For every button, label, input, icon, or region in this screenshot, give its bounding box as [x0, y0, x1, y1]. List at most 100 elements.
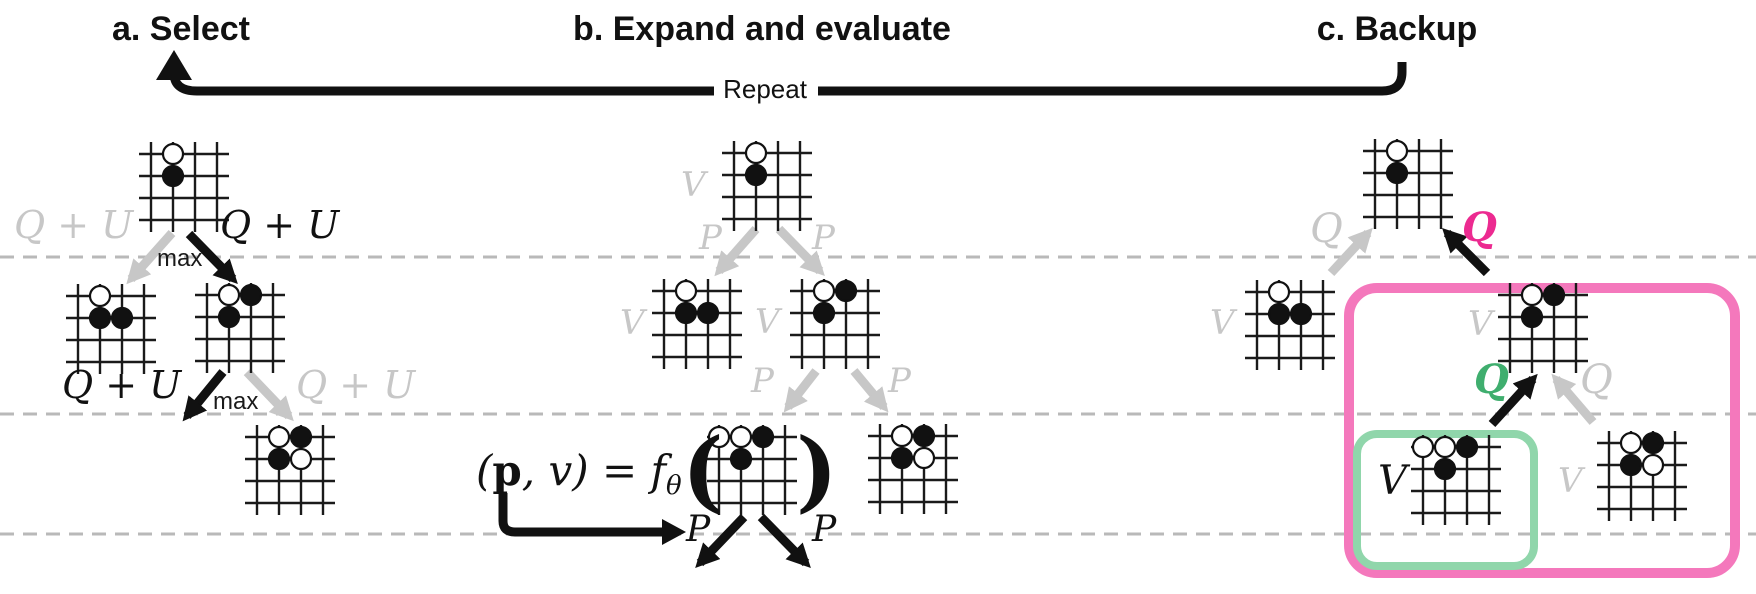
go-board-grid: [139, 142, 229, 232]
backup-q-arrow-level2-icon: [1488, 373, 1538, 428]
formula-big-left-paren: (: [682, 418, 724, 522]
max-label-level1: max: [157, 245, 203, 272]
new-prior-label-left: P: [686, 509, 711, 550]
board-backup-root: [1363, 139, 1453, 229]
go-board-grid: [195, 283, 285, 373]
black-stone-icon: [1433, 457, 1457, 481]
white-stone-icon: [912, 446, 936, 470]
formula-f: f: [650, 446, 667, 495]
prior-label-level2-right: P: [888, 361, 911, 401]
black-stone-icon: [744, 163, 768, 187]
black-stone-icon: [161, 164, 185, 188]
go-board-grid: [1498, 283, 1588, 373]
white-stone-icon: [707, 425, 731, 449]
white-stone-icon: [1619, 431, 1643, 455]
white-stone-icon: [267, 425, 291, 449]
repeat-line-left: [169, 70, 714, 96]
repeat-arrowhead-icon: [156, 50, 192, 80]
white-stone-icon: [217, 283, 241, 307]
backup-green-box: [1353, 430, 1538, 570]
black-stone-icon: [1267, 302, 1291, 326]
depth-dashed-lines: [0, 255, 1756, 536]
value-label-left-child: V: [620, 303, 645, 343]
go-board-grid: [707, 425, 797, 515]
heading-select: a. Select: [112, 10, 250, 48]
expand-prior-arrow2-right-icon: [850, 368, 889, 413]
white-stone-icon: [890, 424, 914, 448]
black-stone-icon: [239, 283, 263, 307]
prior-label-level2-left: P: [751, 361, 774, 401]
q-label-magenta: Q: [1462, 204, 1497, 251]
prior-label-level1-right: P: [812, 218, 835, 258]
black-stone-icon: [217, 305, 241, 329]
black-stone-icon: [751, 425, 775, 449]
white-stone-icon: [729, 425, 753, 449]
q-plus-u-black-level2: Q + U: [62, 363, 182, 407]
black-stone-icon: [729, 447, 753, 471]
expand-prior-arrow-right-icon: [775, 225, 825, 277]
black-stone-icon: [88, 306, 112, 330]
repeat-label: Repeat: [717, 76, 813, 102]
board-expand-root: [722, 141, 812, 231]
q-label-green: Q: [1474, 356, 1509, 403]
board-select-root: [139, 142, 229, 232]
q-label-gray-level2: Q: [1580, 357, 1613, 403]
black-stone-icon: [696, 301, 720, 325]
board-backup-left-child: [1245, 280, 1335, 370]
max-label-level2: max: [213, 388, 259, 415]
board-select-grandchild: [245, 425, 335, 515]
black-stone-icon: [812, 301, 836, 325]
select-gray-arrow-level1-icon: [126, 230, 176, 285]
go-board-grid: [790, 279, 880, 369]
new-edge-prior-arrow-left-icon: [695, 513, 748, 569]
board-backup-right-child: [1498, 283, 1588, 373]
go-board-grid: [245, 425, 335, 515]
black-stone-icon: [1520, 305, 1544, 329]
select-max-arrow-level2-icon: [182, 369, 227, 422]
backup-q-arrow-level1-icon: [1442, 228, 1491, 277]
repeat-line-right: [818, 62, 1407, 96]
black-stone-icon: [1289, 302, 1313, 326]
white-stone-icon: [161, 142, 185, 166]
go-board-grid: [652, 279, 742, 369]
formula-comma-v: , v: [521, 446, 573, 495]
expand-arrows: [498, 225, 889, 569]
network-output-elbow-arrow: [498, 493, 662, 537]
backup-gray-arrow-level2-icon: [1551, 373, 1597, 425]
formula-policy-p: p: [492, 446, 522, 495]
select-gray-arrow-level2-icon: [243, 368, 294, 422]
backup-arrows: [1327, 227, 1597, 428]
go-board-grid: [722, 141, 812, 231]
go-board-grid: [1411, 435, 1501, 525]
white-stone-icon: [674, 279, 698, 303]
new-prior-label-right: P: [812, 509, 837, 550]
board-expand-grandchild-right: [868, 424, 958, 514]
backup-pink-box: [1344, 283, 1740, 578]
black-stone-icon: [890, 446, 914, 470]
formula-big-right-paren: ): [796, 418, 838, 522]
heading-backup: c. Backup: [1316, 10, 1478, 48]
value-label-backup-grandchild: V: [1558, 461, 1583, 501]
black-stone-icon: [289, 425, 313, 449]
board-backup-evaluated-node: [1411, 435, 1501, 525]
black-stone-icon: [1385, 161, 1409, 185]
q-plus-u-gray-left: Q + U: [14, 203, 134, 247]
formula-lparen: (: [476, 446, 493, 495]
new-edge-prior-arrow-right-icon: [757, 513, 811, 569]
formula-rparen-equals: ) =: [572, 446, 651, 495]
black-stone-icon: [110, 306, 134, 330]
value-label-backup-right: V: [1468, 304, 1493, 344]
black-stone-icon: [267, 447, 291, 471]
backup-gray-arrow-level1-icon: [1327, 227, 1373, 277]
white-stone-icon: [1433, 435, 1457, 459]
board-expand-left-child: [652, 279, 742, 369]
white-stone-icon: [744, 141, 768, 165]
board-select-left-child: [66, 284, 156, 374]
white-stone-icon: [1267, 280, 1291, 304]
board-expand-right-child: [790, 279, 880, 369]
network-formula: (p, v) = fθ: [476, 450, 682, 500]
white-stone-icon: [1385, 139, 1409, 163]
black-stone-icon: [1619, 453, 1643, 477]
